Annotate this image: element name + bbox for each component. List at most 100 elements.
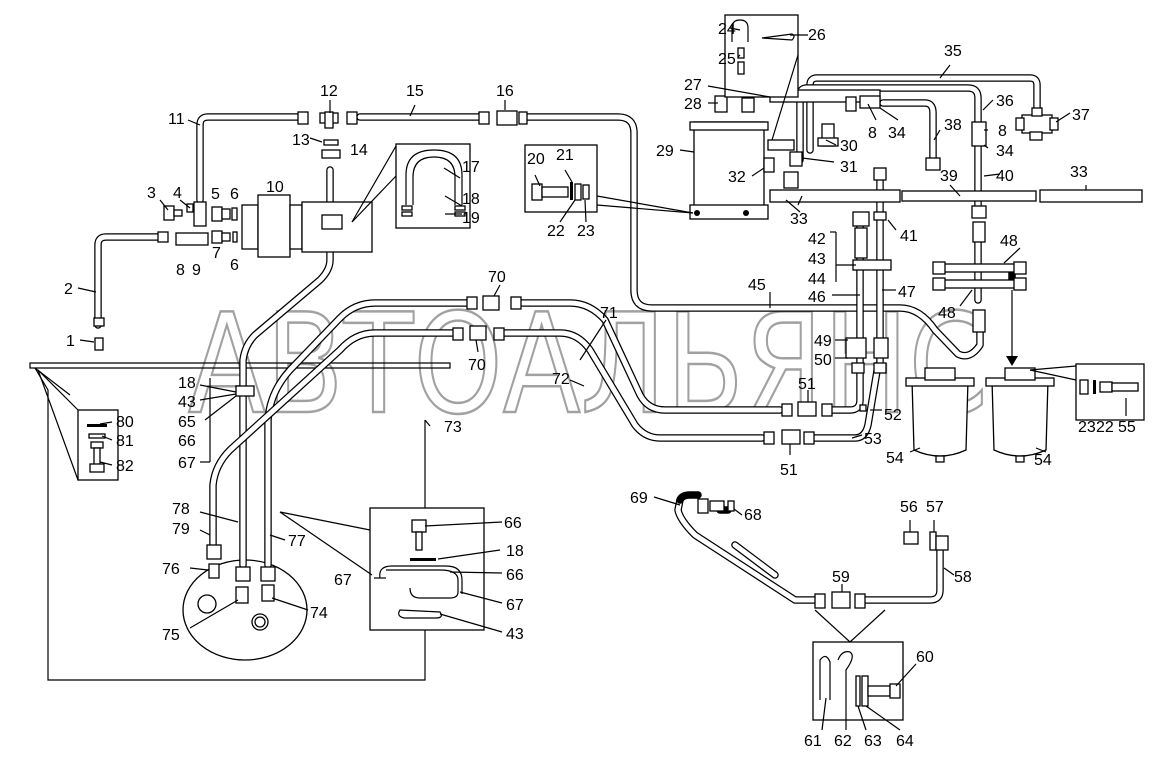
label-70b: 70 — [468, 357, 486, 374]
label-18b: 18 — [178, 375, 196, 392]
label-16: 16 — [496, 83, 514, 100]
label-80: 80 — [116, 414, 134, 431]
label-51b: 51 — [780, 462, 798, 479]
label-62: 62 — [834, 733, 852, 750]
label-67: 67 — [178, 455, 196, 472]
label-23b: 23 — [1078, 419, 1096, 436]
label-76: 76 — [162, 561, 180, 578]
label-19: 19 — [462, 210, 480, 227]
label-36: 36 — [996, 93, 1014, 110]
label-49: 49 — [814, 333, 832, 350]
label-26: 26 — [808, 27, 826, 44]
label-37: 37 — [1072, 107, 1090, 124]
label-34b: 34 — [996, 143, 1014, 160]
label-6b: 6 — [230, 257, 239, 274]
label-21: 21 — [556, 147, 574, 164]
label-66c: 66 — [506, 567, 524, 584]
water-separators-54 — [905, 290, 1055, 463]
label-53: 53 — [864, 431, 882, 448]
label-5: 5 — [211, 186, 220, 203]
inset-clamp-66 — [279, 507, 485, 631]
fuel-pipes — [94, 74, 1041, 604]
label-17: 17 — [462, 159, 480, 176]
label-70: 70 — [488, 269, 506, 286]
label-67c: 67 — [506, 597, 524, 614]
label-78: 78 — [172, 501, 190, 518]
label-48b: 48 — [938, 305, 956, 322]
label-66: 66 — [178, 433, 196, 450]
label-55: 55 — [1118, 419, 1136, 436]
label-22: 22 — [547, 223, 565, 240]
label-72: 72 — [552, 371, 570, 388]
label-56: 56 — [900, 499, 918, 516]
label-64: 64 — [896, 733, 914, 750]
label-77: 77 — [288, 533, 306, 550]
fuel-filter-29 — [689, 89, 1143, 220]
label-54b: 54 — [1034, 452, 1052, 469]
leader-lines — [77, 27, 1127, 731]
inset-clamp-17 — [351, 143, 471, 229]
label-18: 18 — [462, 191, 480, 208]
label-43c: 43 — [506, 626, 524, 643]
label-13: 13 — [292, 132, 310, 149]
inset-clip-60-64 — [812, 609, 904, 721]
label-43: 43 — [808, 251, 826, 268]
inset-clip-24-26 — [724, 14, 799, 141]
label-40: 40 — [996, 168, 1014, 185]
inset-bolt-55 — [1029, 363, 1145, 421]
label-66b: 66 — [504, 515, 522, 532]
label-8c: 8 — [998, 123, 1007, 140]
label-25: 25 — [718, 51, 736, 68]
label-15: 15 — [406, 83, 424, 100]
label-41: 41 — [900, 228, 918, 245]
label-69: 69 — [630, 490, 648, 507]
label-29: 29 — [656, 143, 674, 160]
label-32: 32 — [728, 169, 746, 186]
label-8: 8 — [176, 262, 185, 279]
label-39: 39 — [940, 168, 958, 185]
label-30: 30 — [840, 138, 858, 155]
label-2: 2 — [64, 281, 73, 298]
callout-labels: 1 2 3 4 5 6 7 6 8 9 10 11 12 13 14 15 16… — [64, 21, 1136, 750]
label-3: 3 — [147, 185, 156, 202]
label-34: 34 — [888, 125, 906, 142]
label-33b: 33 — [1070, 164, 1088, 181]
label-60: 60 — [916, 649, 934, 666]
label-14: 14 — [350, 142, 368, 159]
label-51: 51 — [798, 376, 816, 393]
label-50: 50 — [814, 352, 832, 369]
label-44: 44 — [808, 271, 826, 288]
label-35: 35 — [944, 43, 962, 60]
label-43b: 43 — [178, 394, 196, 411]
label-23: 23 — [577, 223, 595, 240]
label-11: 11 — [168, 111, 185, 128]
label-71: 71 — [600, 305, 618, 322]
label-58: 58 — [954, 569, 972, 586]
label-46: 46 — [808, 289, 826, 306]
fittings — [93, 110, 833, 604]
label-68: 68 — [744, 507, 762, 524]
label-33: 33 — [790, 211, 808, 228]
label-65: 65 — [178, 414, 196, 431]
label-10: 10 — [266, 179, 284, 196]
label-82: 82 — [116, 458, 134, 475]
label-12: 12 — [320, 83, 338, 100]
label-8b: 8 — [868, 125, 877, 142]
label-22b: 22 — [1096, 419, 1114, 436]
label-63: 63 — [864, 733, 882, 750]
label-18c: 18 — [506, 543, 524, 560]
label-67b: 67 — [334, 572, 352, 589]
label-4: 4 — [173, 185, 182, 202]
hand-pump-37 — [1015, 107, 1059, 141]
label-48: 48 — [1000, 233, 1018, 250]
label-81: 81 — [116, 433, 134, 450]
label-47: 47 — [898, 284, 916, 301]
label-9: 9 — [192, 262, 201, 279]
label-79: 79 — [172, 521, 190, 538]
label-52: 52 — [884, 407, 902, 424]
label-75: 75 — [162, 627, 180, 644]
label-45: 45 — [748, 277, 766, 294]
label-38: 38 — [944, 117, 962, 134]
label-42: 42 — [808, 231, 826, 248]
